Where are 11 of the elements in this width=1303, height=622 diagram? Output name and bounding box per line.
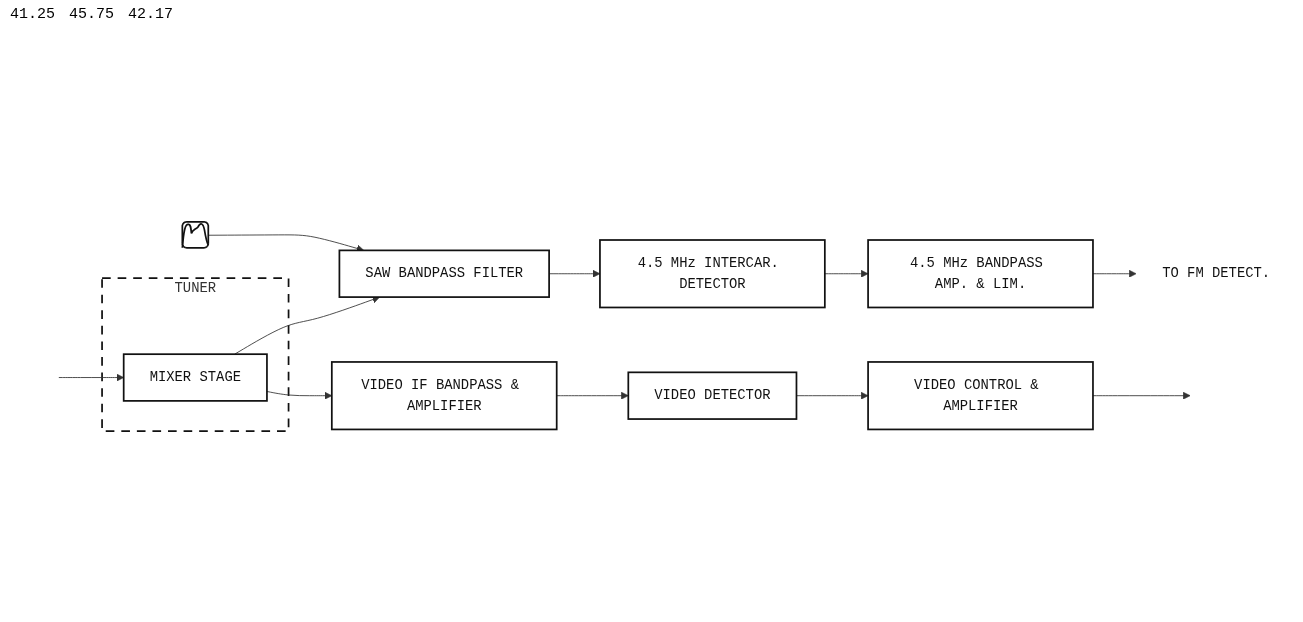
frequency-label: 42.17 (128, 6, 174, 23)
node-box: VIDEO IF BANDPASS & AMPLIFIER (330, 361, 558, 431)
node-box: MIXER STAGE (122, 353, 268, 402)
frequency-label: 41.25 (10, 6, 55, 23)
node-box: 4.5 MHz BANDPASS AMP. & LIM. (867, 239, 1094, 309)
node-box: VIDEO CONTROL & AMPLIFIER (867, 361, 1094, 431)
node-box: VIDEO DETECTOR (627, 371, 798, 420)
node-text: TO FM DETECT. (1162, 265, 1271, 282)
frequency-label: 45.75 (69, 6, 115, 23)
node-box: 4.5 MHz INTERCAR. DETECTOR (599, 239, 826, 309)
node-box: SAW BANDPASS FILTER (338, 249, 550, 298)
